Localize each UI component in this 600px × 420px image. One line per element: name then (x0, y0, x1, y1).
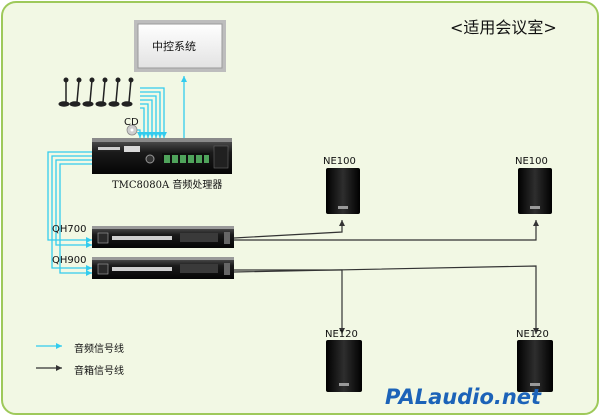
speaker-label-ne100-1: NE100 (323, 156, 356, 167)
microphone-icon (82, 77, 95, 107)
page-title: <适用会议室> (450, 18, 557, 37)
audio-signal-lines (47, 76, 187, 276)
microphone-icon (69, 77, 82, 107)
speaker-label-ne120-1: NE120 (325, 329, 358, 340)
amplifier-label-qh700: QH700 (52, 224, 87, 235)
speaker-ne120-2 (517, 340, 553, 392)
audio-processor (92, 138, 232, 174)
microphone-icon (108, 77, 121, 107)
microphone-icon (58, 77, 70, 107)
speaker-ne100-1 (326, 168, 360, 214)
speaker-signal-lines (233, 220, 539, 334)
speaker-label-ne120-2: NE120 (516, 329, 549, 340)
cd-label: CD (124, 117, 139, 128)
speaker-ne120-1 (326, 340, 362, 392)
brand-watermark: PALaudio.net (385, 385, 542, 409)
central-control-box (134, 20, 226, 72)
amplifier-label-qh900: QH900 (52, 255, 87, 266)
microphone-icon (95, 77, 108, 107)
amplifier-qh700 (92, 226, 234, 248)
legend-audio-label: 音频信号线 (74, 344, 124, 355)
central-control-label: 中控系统 (152, 40, 196, 53)
cd-icon (126, 124, 138, 136)
speaker-ne100-2 (518, 168, 552, 214)
legend-speaker-label: 音箱信号线 (74, 366, 124, 377)
speaker-label-ne100-2: NE100 (515, 156, 548, 167)
microphone-icon (121, 77, 134, 107)
processor-caption: TMC8080A 音频处理器 (112, 180, 223, 191)
amplifier-qh900 (92, 257, 234, 279)
microphones (58, 77, 134, 107)
